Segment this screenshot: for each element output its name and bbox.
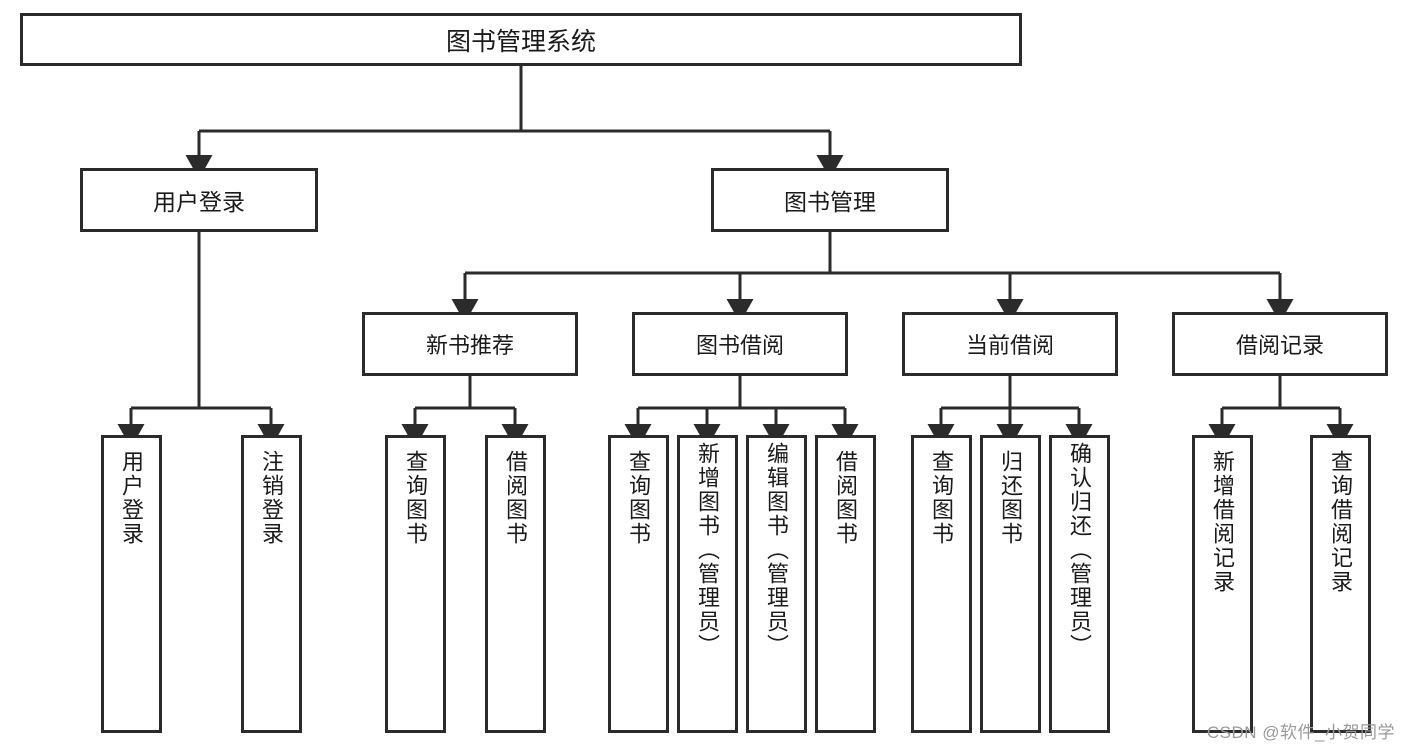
node-user-login-label: 用户登录 bbox=[153, 189, 245, 215]
node-root-label: 图书管理系统 bbox=[445, 27, 596, 56]
leaf-user-login-login[interactable]: 用户登录 bbox=[101, 435, 162, 733]
node-new-book-recommend-label: 新书推荐 bbox=[425, 333, 514, 358]
leaf-recommend-query-book[interactable]: 查询图书 bbox=[385, 435, 446, 733]
leaf-label: 查询借阅记录 bbox=[1328, 450, 1354, 594]
leaf-borrow-query-book[interactable]: 查询图书 bbox=[608, 435, 669, 733]
watermark-text: CSDN @软件_小贺同学 bbox=[1206, 723, 1395, 742]
leaf-label: 查询图书 bbox=[403, 450, 429, 546]
leaf-label: 借阅图书 bbox=[833, 450, 859, 546]
leaf-user-login-logout[interactable]: 注销登录 bbox=[241, 435, 302, 733]
node-book-borrow[interactable]: 图书借阅 bbox=[632, 312, 848, 376]
leaf-label: 新增图书（管理员） bbox=[695, 442, 721, 658]
leaf-current-query-book[interactable]: 查询图书 bbox=[911, 435, 972, 733]
node-book-management[interactable]: 图书管理 bbox=[711, 168, 949, 232]
leaf-label: 用户登录 bbox=[119, 450, 145, 546]
node-book-borrow-label: 图书借阅 bbox=[695, 333, 784, 358]
leaf-borrow-borrow-book[interactable]: 借阅图书 bbox=[815, 435, 876, 733]
leaf-label: 查询图书 bbox=[929, 450, 955, 546]
node-root-system[interactable]: 图书管理系统 bbox=[20, 13, 1022, 66]
node-user-login[interactable]: 用户登录 bbox=[80, 168, 318, 232]
node-borrow-record[interactable]: 借阅记录 bbox=[1172, 312, 1388, 376]
leaf-label: 编辑图书（管理员） bbox=[764, 442, 790, 658]
leaf-borrow-add-book[interactable]: 新增图书（管理员） bbox=[677, 435, 738, 733]
leaf-current-confirm-return[interactable]: 确认归还（管理员） bbox=[1049, 435, 1110, 733]
node-current-borrow-label: 当前借阅 bbox=[965, 333, 1054, 358]
node-current-borrow[interactable]: 当前借阅 bbox=[902, 312, 1118, 376]
leaf-record-query-record[interactable]: 查询借阅记录 bbox=[1310, 435, 1371, 733]
leaf-label: 查询图书 bbox=[626, 450, 652, 546]
leaf-label: 归还图书 bbox=[998, 450, 1024, 546]
leaf-label: 借阅图书 bbox=[503, 450, 529, 546]
leaf-borrow-edit-book[interactable]: 编辑图书（管理员） bbox=[746, 435, 807, 733]
leaf-label: 注销登录 bbox=[259, 450, 285, 546]
leaf-current-return-book[interactable]: 归还图书 bbox=[980, 435, 1041, 733]
leaf-label: 新增借阅记录 bbox=[1210, 450, 1236, 594]
node-borrow-record-label: 借阅记录 bbox=[1235, 333, 1324, 358]
node-book-management-label: 图书管理 bbox=[784, 189, 876, 215]
leaf-record-add-record[interactable]: 新增借阅记录 bbox=[1192, 435, 1253, 733]
leaf-label: 确认归还（管理员） bbox=[1067, 442, 1093, 658]
leaf-recommend-borrow-book[interactable]: 借阅图书 bbox=[485, 435, 546, 733]
node-new-book-recommend[interactable]: 新书推荐 bbox=[362, 312, 578, 376]
